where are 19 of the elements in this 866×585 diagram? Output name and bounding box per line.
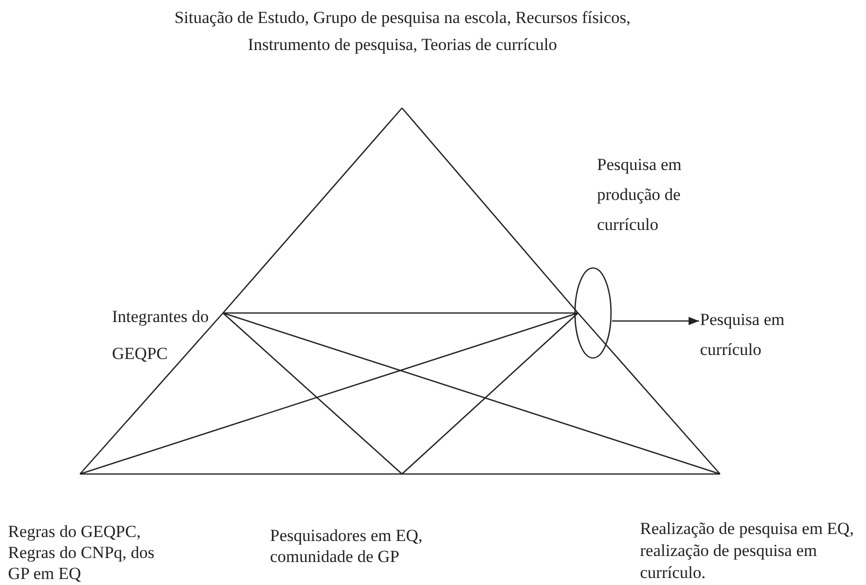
connector-line: [80, 312, 578, 475]
connector-line: [222, 312, 402, 474]
vertex-label: Pesquisadores em EQ, comunidade de GP: [270, 525, 470, 567]
arrow: [612, 316, 699, 326]
connector-line: [80, 473, 402, 475]
connector-line: [80, 312, 224, 474]
connector-line: [402, 473, 720, 475]
vertex-label: Regras do GEQPC, Regras do CNPq, dos GP em EQ: [8, 521, 173, 584]
connector-line: [402, 312, 578, 474]
connector-line: [222, 312, 720, 475]
vertex-label: Situação de Estudo, Grupo de pesquisa na escola, Recursos físicos, Instrumento de pesquisa, Teorias de currículo: [140, 4, 665, 58]
connector-line: [223, 312, 578, 314]
vertex-label: Realização de pesquisa em EQ, realização de pesquisa em currículo.: [640, 518, 866, 584]
connector-line: [578, 312, 720, 474]
connector-line: [402, 108, 578, 314]
vertex-label: Pesquisa em currículo: [700, 305, 850, 365]
connector-line: [222, 108, 402, 314]
vertex-label: Integrantes do GEQPC: [112, 298, 216, 372]
vertex-label: Pesquisa em produção de currículo: [597, 154, 683, 236]
